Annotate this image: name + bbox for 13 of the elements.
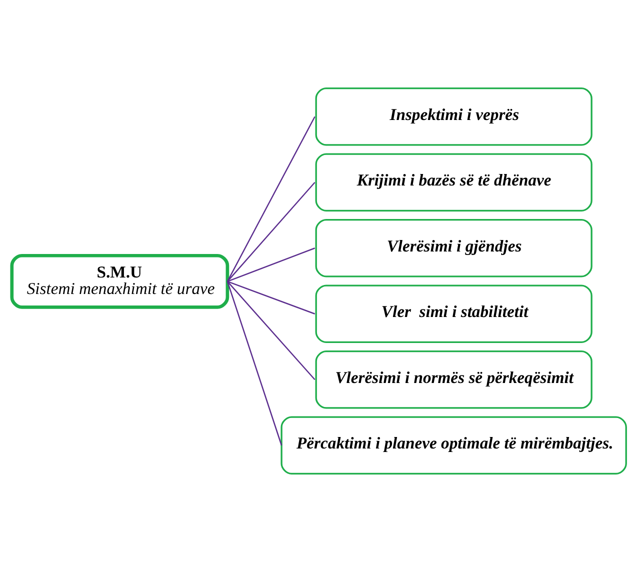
connector [226,181,316,282]
connector [227,280,316,314]
node-box: S.M.U Sistemi menaxhimit të urave [10,253,230,308]
connector [227,247,316,282]
connector [226,116,316,282]
node-box: Vlerësimi i gjëndjes [315,218,592,277]
node-box: Përcaktimi i planeve optimale të mirëmbajtjes. [280,416,627,474]
node-box: Vlerësimi i normës së përkeqësimit [315,350,592,408]
connector [226,280,282,446]
node-box: Vler simi i stabilitetit [315,284,592,342]
connector [226,280,316,380]
node-box: Inspektimi i veprës [315,87,592,146]
node-box: Krijimi i bazës së të dhënave [315,152,592,211]
